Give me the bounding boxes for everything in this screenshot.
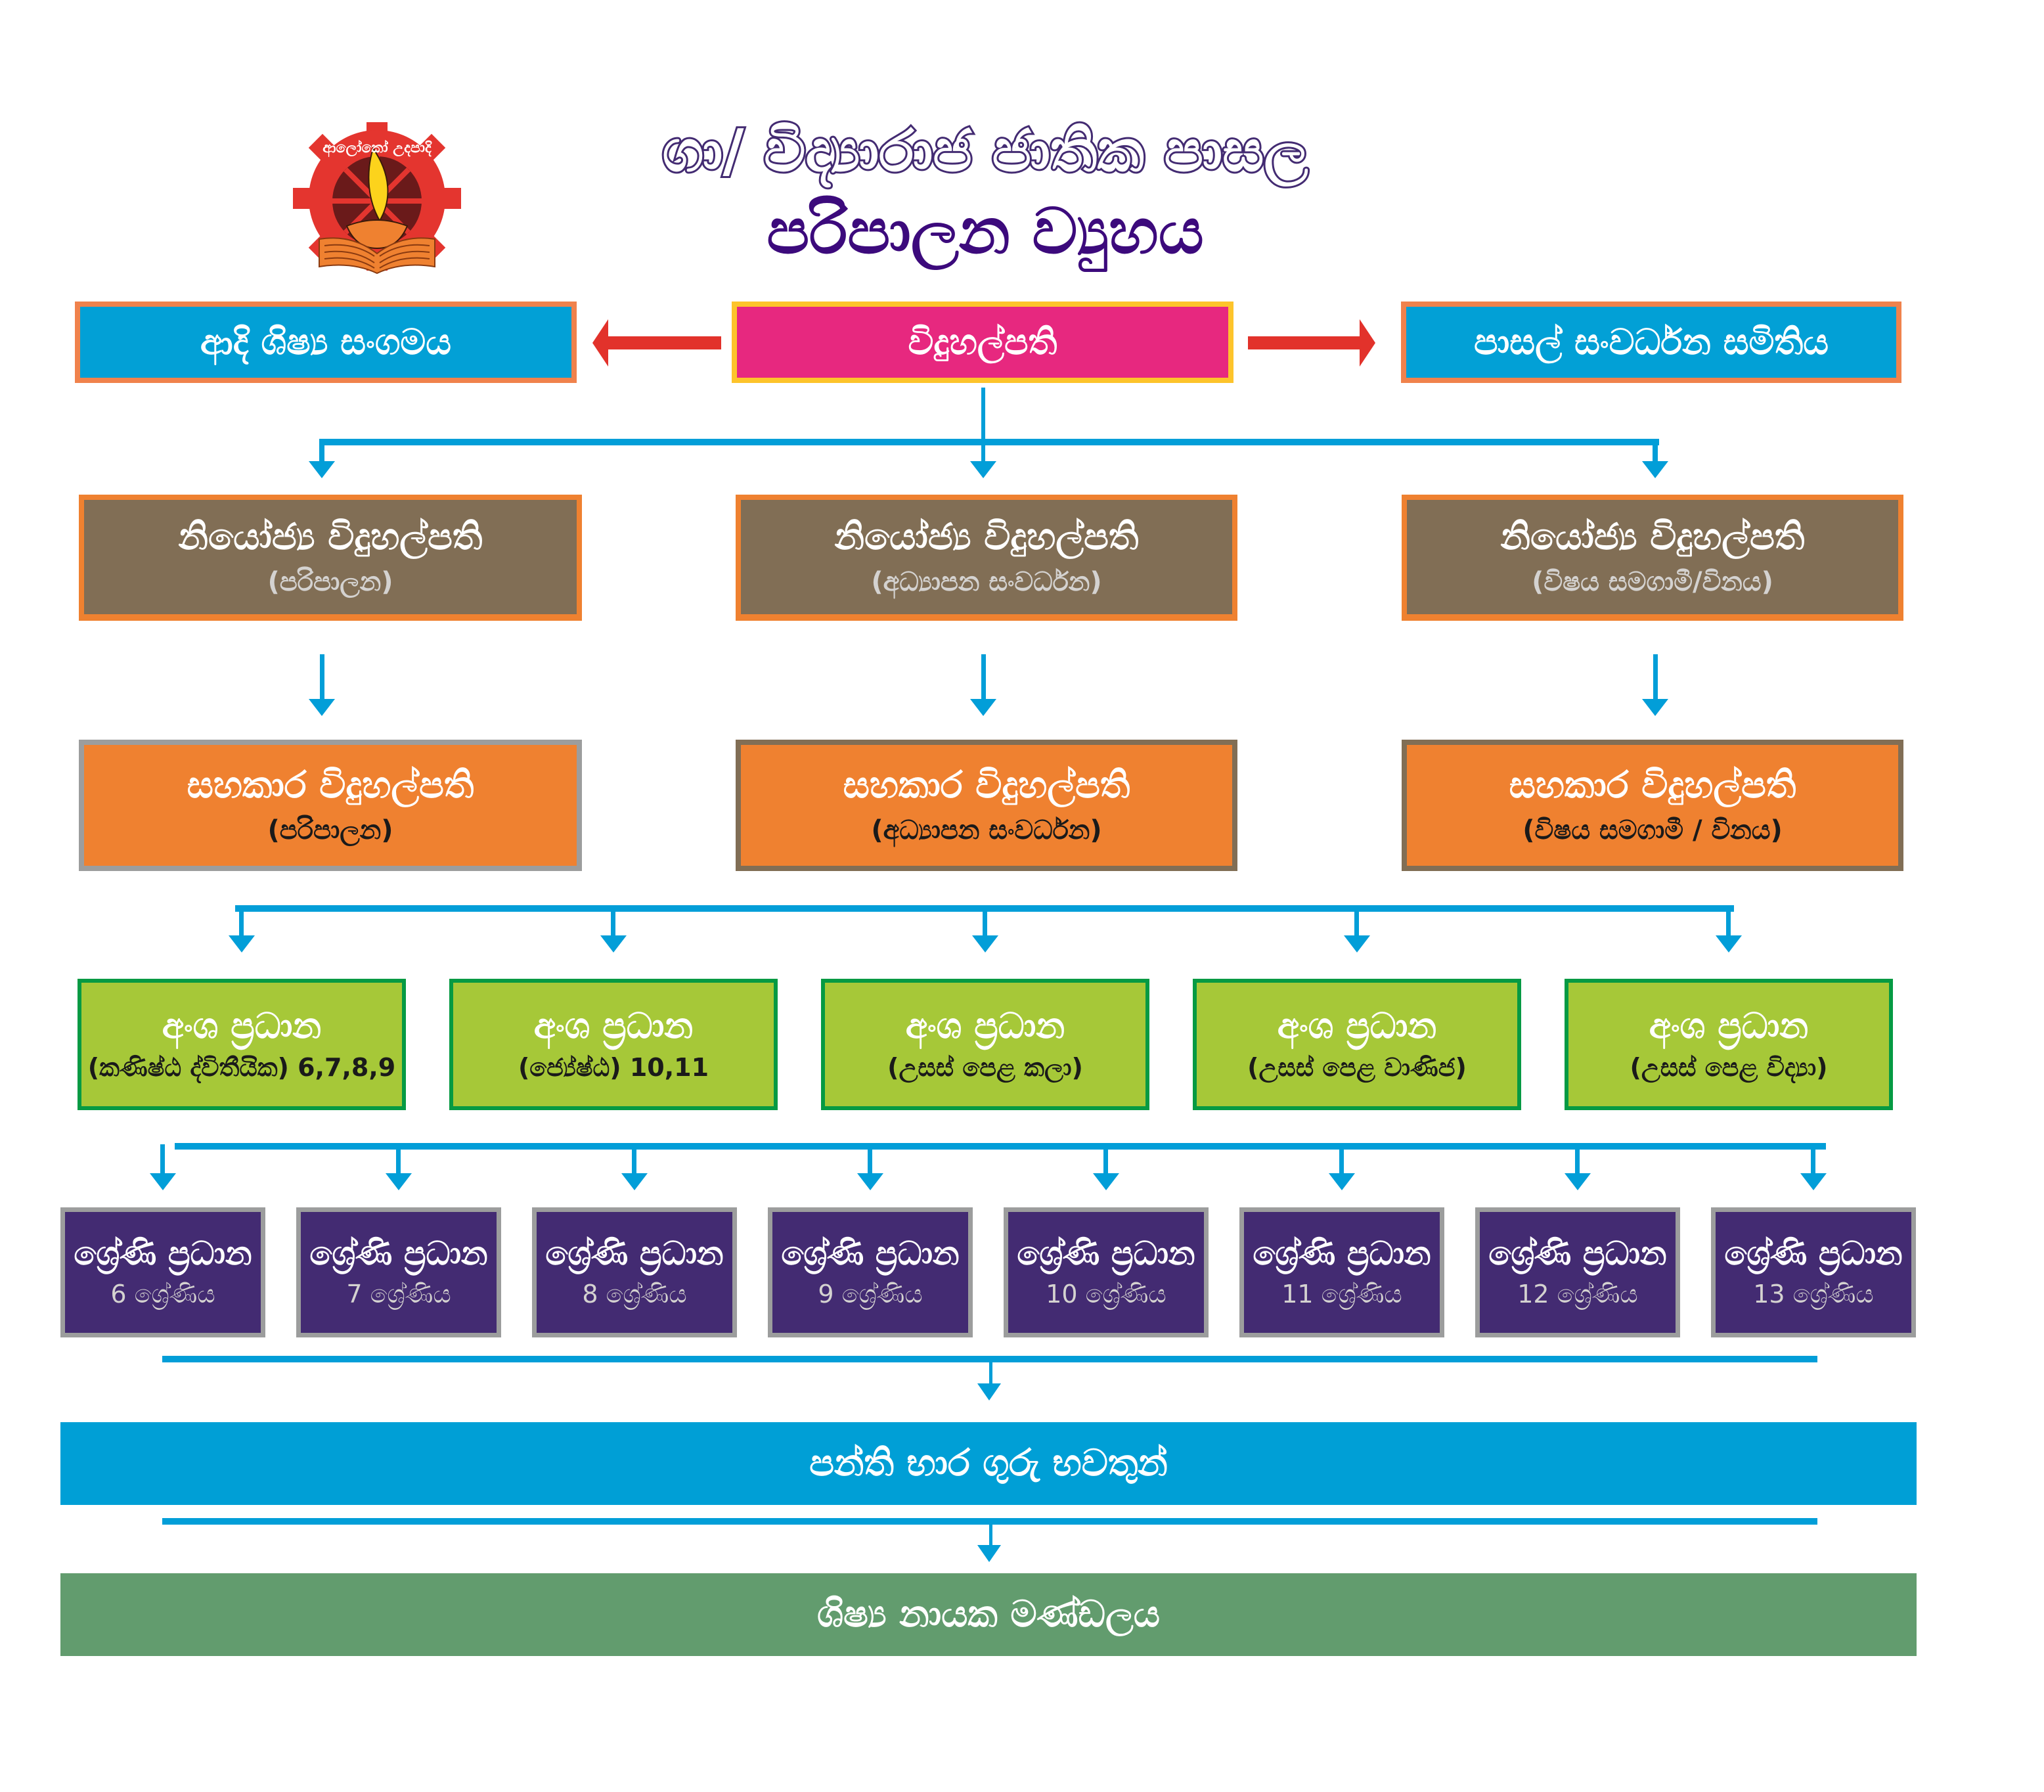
section-head-subtitle: (උසස් පෙළ විද්‍යා) xyxy=(1630,1053,1828,1083)
arrow-down-icon xyxy=(977,1545,1001,1562)
grade-head-subtitle: 7 ශ්‍රේණිය xyxy=(346,1279,451,1309)
arrow-down-icon xyxy=(600,935,627,952)
arrow-down-icon xyxy=(970,461,996,478)
assistant-principal-box: සහකාර විදුහල්පති (විෂය සමගාමී / විනය) xyxy=(1402,740,1903,871)
grade-head-subtitle: 12 ශ්‍රේණිය xyxy=(1517,1279,1638,1309)
assistant-principal-box: සහකාර විදුහල්පති (අධ්‍යාපන සංවර්ධන) xyxy=(736,740,1237,871)
section-head-title: අංශ ප්‍රධාන xyxy=(533,1005,694,1047)
arrow-down-icon xyxy=(1800,1173,1827,1190)
section-head-box: අංශ ප්‍රධාන (ජ්‍යේෂ්ඨ) 10,11 xyxy=(449,979,778,1110)
deputy-principal-title: නියෝජ්‍ය විදුහල්පති xyxy=(178,515,483,558)
class-teachers-label: පන්ති භාර ගුරු භවතුන් xyxy=(809,1441,1168,1485)
deputy-principal-box: නියෝජ්‍ය විදුහල්පති (පරිපාලන) xyxy=(79,495,582,621)
section-head-subtitle: (උසස් පෙළ කලා) xyxy=(887,1053,1083,1083)
grade-head-box: ශ්‍රේණි ප්‍රධාන 9 ශ්‍රේණිය xyxy=(768,1207,973,1337)
section-head-subtitle: (උසස් පෙළ වාණිජ) xyxy=(1247,1053,1467,1083)
grade-head-title: ශ්‍රේණි ප්‍රධාන xyxy=(1253,1234,1431,1273)
section-head-box: අංශ ප්‍රධාන (උසස් පෙළ වාණිජ) xyxy=(1193,979,1521,1110)
assistant-principal-subtitle: (පරිපාලන) xyxy=(267,815,393,846)
school-name-title: ගා/ විද්‍යාරාජ ජාතික පාසල xyxy=(660,115,1310,187)
grade-head-box: ශ්‍රේණි ප්‍රධාන 6 ශ්‍රේණිය xyxy=(60,1207,265,1337)
deputy-principal-box: නියෝජ්‍ය විදුහල්පති (විෂය සමගාමී/විනය) xyxy=(1402,495,1903,621)
arrow-down-icon xyxy=(1344,935,1370,952)
grade-head-subtitle: 9 ශ්‍රේණිය xyxy=(818,1279,923,1309)
grade-head-box: ශ්‍රේණි ප්‍රධාන 13 ශ්‍රේණිය xyxy=(1711,1207,1916,1337)
section-head-title: අංශ ප්‍රධාන xyxy=(905,1005,1065,1047)
arrow-down-icon xyxy=(857,1173,883,1190)
section-head-title: අංශ ප්‍රධාන xyxy=(1277,1005,1437,1047)
section-head-title: අංශ ප්‍රධාන xyxy=(1649,1005,1809,1047)
arrow-down-icon xyxy=(1642,699,1668,716)
arrow-down-icon xyxy=(309,699,335,716)
arrow-down-icon xyxy=(1716,935,1742,952)
deputy-principal-box: නියෝජ්‍ය විදුහල්පති (අධ්‍යාපන සංවර්ධන) xyxy=(736,495,1237,621)
arrow-down-icon xyxy=(1642,461,1668,478)
arrow-down-icon xyxy=(621,1173,648,1190)
principal-box: විදුහල්පති xyxy=(732,302,1233,383)
school-logo: ආලෝකෝ උදපාදි xyxy=(293,122,461,275)
assistant-principal-title: සහකාර විදුහල්පති xyxy=(1509,763,1796,807)
assistant-principal-title: සහකාර විදුහල්පති xyxy=(843,763,1130,807)
grade-head-title: ශ්‍රේණි ප්‍රධාන xyxy=(781,1234,960,1273)
grade-head-subtitle: 13 ශ්‍රේණිය xyxy=(1753,1279,1874,1309)
grade-head-box: ශ්‍රේණි ප්‍රධාන 7 ශ්‍රේණිය xyxy=(296,1207,501,1337)
grade-head-box: ශ්‍රේණි ප්‍රධාන 10 ශ්‍රේණිය xyxy=(1004,1207,1209,1337)
section-head-box: අංශ ප්‍රධාන (උසස් පෙළ විද්‍යා) xyxy=(1565,979,1893,1110)
class-teachers-bar: පන්ති භාර ගුරු භවතුන් xyxy=(60,1422,1917,1505)
section-head-box: අංශ ප්‍රධාන (උසස් පෙළ කලා) xyxy=(821,979,1149,1110)
deputy-principal-title: නියෝජ්‍ය විදුහල්පති xyxy=(1500,515,1805,558)
grade-head-box: ශ්‍රේණි ප්‍රධාන 12 ශ්‍රේණිය xyxy=(1475,1207,1680,1337)
arrow-down-icon xyxy=(309,461,335,478)
grade-head-subtitle: 11 ශ්‍රේණිය xyxy=(1281,1279,1402,1309)
grade-head-title: ශ්‍රේණි ප්‍රධාන xyxy=(1017,1234,1195,1273)
grade-head-title: ශ්‍රේණි ප්‍රධාන xyxy=(545,1234,724,1273)
deputy-principal-title: නියෝජ්‍ය විදුහල්පති xyxy=(834,515,1139,558)
grade-head-title: ශ්‍රේණි ප්‍රධාන xyxy=(1488,1234,1667,1273)
arrow-down-icon xyxy=(386,1173,412,1190)
section-head-subtitle: (කණිෂ්ඨ ද්විතීයික) 6,7,8,9 xyxy=(87,1053,396,1083)
section-head-box: අංශ ප්‍රධාන (කණිෂ්ඨ ද්විතීයික) 6,7,8,9 xyxy=(78,979,406,1110)
arrow-down-icon xyxy=(977,1383,1001,1400)
grade-head-box: ශ්‍රේණි ප්‍රධාන 11 ශ්‍රේණිය xyxy=(1239,1207,1444,1337)
deputy-principal-subtitle: (අධ්‍යාපන සංවර්ධන) xyxy=(871,567,1102,598)
section-head-title: අංශ ප්‍රධාන xyxy=(162,1005,322,1047)
prefects-council-bar: ශිෂ්‍ය නායක මණ්ඩලය xyxy=(60,1573,1917,1656)
logo-motto: ආලෝකෝ උදපාදි xyxy=(322,139,432,157)
grade-head-box: ශ්‍රේණි ප්‍රධාන 8 ශ්‍රේණිය xyxy=(532,1207,737,1337)
arrow-down-icon xyxy=(1093,1173,1119,1190)
grade-head-title: ශ්‍රේණි ප්‍රධාන xyxy=(309,1234,488,1273)
page-title: පරිපාලන ව්‍යුහය xyxy=(766,194,1204,268)
prefects-council-label: ශිෂ්‍ය නායක මණ්ඩලය xyxy=(816,1592,1161,1636)
arrow-down-icon xyxy=(1565,1173,1591,1190)
assistant-principal-subtitle: (විෂය සමගාමී / විනය) xyxy=(1522,815,1783,846)
logo-emblem-icon: ආලෝකෝ උදපාදි xyxy=(293,122,461,275)
grade-head-subtitle: 6 ශ්‍රේණිය xyxy=(110,1279,215,1309)
deputy-principal-subtitle: (පරිපාලන) xyxy=(267,567,393,598)
arrow-down-icon xyxy=(970,699,996,716)
school-development-society-box: පාසල් සංවර්ධන සමිතිය xyxy=(1401,302,1901,383)
assistant-principal-box: සහකාර විදුහල්පති (පරිපාලන) xyxy=(79,740,582,871)
deputy-principal-subtitle: (විෂය සමගාමී/විනය) xyxy=(1532,567,1773,598)
old-students-association-label: ආදි ශිෂ්‍ය සංගමය xyxy=(200,321,452,363)
old-students-association-box: ආදි ශිෂ්‍ය සංගමය xyxy=(75,302,577,383)
arrow-down-icon xyxy=(972,935,998,952)
arrow-down-icon xyxy=(229,935,255,952)
section-head-subtitle: (ජ්‍යේෂ්ඨ) 10,11 xyxy=(518,1053,709,1083)
grade-head-title: ශ්‍රේණි ප්‍රධාන xyxy=(1724,1234,1903,1273)
principal-label: විදුහල්පති xyxy=(908,321,1057,363)
assistant-principal-subtitle: (අධ්‍යාපන සංවර්ධන) xyxy=(871,815,1102,846)
arrow-down-icon xyxy=(150,1173,176,1190)
grade-head-subtitle: 10 ශ්‍රේණිය xyxy=(1046,1279,1166,1309)
assistant-principal-title: සහකාර විදුහල්පති xyxy=(187,763,474,807)
grade-head-title: ශ්‍රේණි ප්‍රධාන xyxy=(74,1234,252,1273)
arrow-down-icon xyxy=(1329,1173,1355,1190)
grade-head-subtitle: 8 ශ්‍රේණිය xyxy=(582,1279,687,1309)
school-development-society-label: පාසල් සංවර්ධන සමිතිය xyxy=(1473,321,1829,363)
